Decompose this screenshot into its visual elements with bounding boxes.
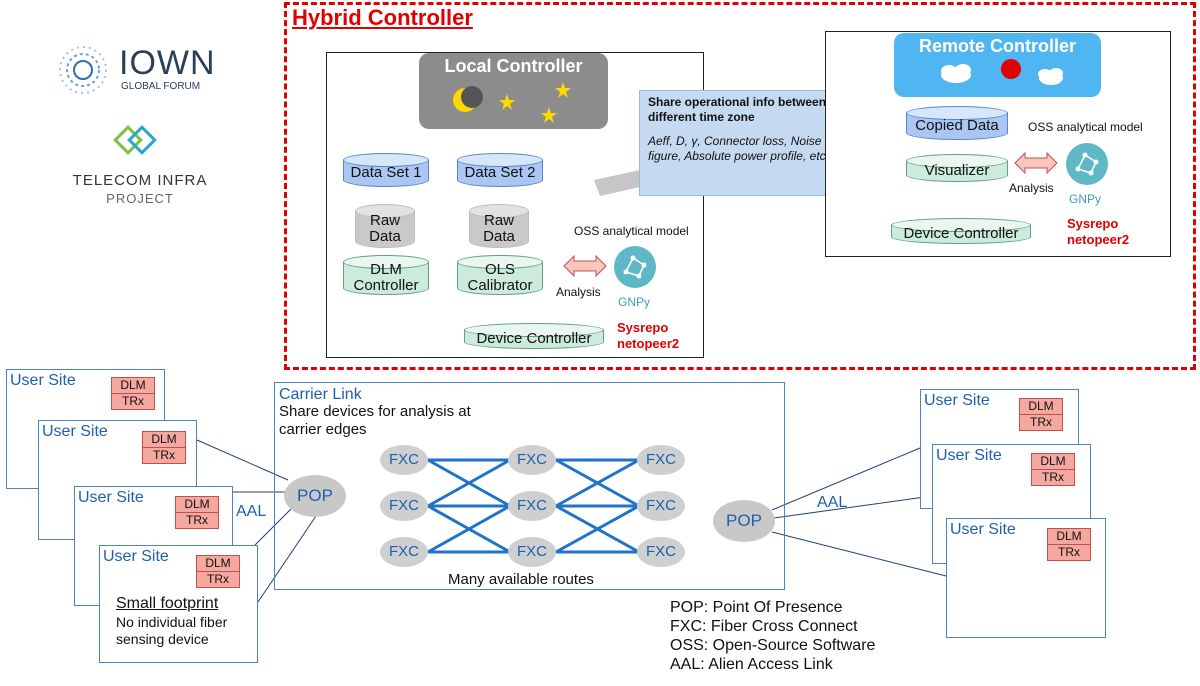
user-site-label: User Site bbox=[42, 423, 108, 440]
share-info-box: Share operational info between different… bbox=[639, 90, 859, 196]
remote-netopeer-label: netopeer2 bbox=[1067, 232, 1130, 247]
legend-item: AAL: Alien Access Link bbox=[670, 656, 833, 673]
raw-data-1: Raw Data bbox=[355, 204, 415, 248]
fxc-node: FXC bbox=[380, 537, 428, 567]
iown-subtitle: GLOBAL FORUM bbox=[121, 81, 201, 92]
iown-emblem-icon bbox=[59, 46, 107, 94]
ols-calibrator: OLS Calibrator bbox=[457, 255, 543, 295]
iown-name: IOWN bbox=[119, 44, 216, 82]
copied-data: Copied Data bbox=[906, 106, 1008, 140]
local-analysis-arrow-icon bbox=[563, 255, 607, 277]
remote-oss-model-label: OSS analytical model bbox=[1028, 120, 1143, 134]
user-site-label: User Site bbox=[950, 521, 1016, 538]
local-netopeer-label: netopeer2 bbox=[617, 336, 680, 351]
legend-item: OSS: Open-Source Software bbox=[670, 637, 876, 654]
iown-logo: IOWN GLOBAL FORUM bbox=[55, 42, 235, 98]
user-site-label: User Site bbox=[103, 548, 169, 565]
tip-diamond-icon bbox=[113, 125, 157, 155]
local-gnpy-label: GNPy bbox=[618, 295, 651, 309]
carrier-link-desc: Share devices for analysis at carrier ed… bbox=[279, 403, 471, 438]
raw-data-2: Raw Data bbox=[469, 204, 529, 248]
local-analysis-label: Analysis bbox=[556, 285, 601, 299]
remote-gnpy-icon bbox=[1066, 143, 1108, 185]
share-info-title: Share operational info between different… bbox=[648, 95, 827, 124]
legend-item: FXC: Fiber Cross Connect bbox=[670, 618, 858, 635]
local-oss-model-label: OSS analytical model bbox=[574, 224, 689, 238]
many-routes-label: Many available routes bbox=[448, 571, 594, 588]
user-site-label: User Site bbox=[924, 392, 990, 409]
legend-item: POP: Point Of Presence bbox=[670, 599, 843, 616]
carrier-link-box bbox=[274, 382, 785, 590]
remote-controller-header: Remote Controller bbox=[894, 33, 1101, 97]
fxc-node: FXC bbox=[637, 491, 685, 521]
local-controller-title: Local Controller bbox=[444, 56, 583, 76]
share-info-params: Aeff, D, γ, Connector loss, Noise figure… bbox=[648, 134, 829, 163]
fxc-node: FXC bbox=[380, 491, 428, 521]
local-gnpy-icon bbox=[614, 246, 656, 288]
night-sky-icon bbox=[453, 82, 571, 123]
pop-right: POP bbox=[713, 500, 775, 542]
user-site-label: User Site bbox=[78, 489, 144, 506]
remote-sysrepo-label: Sysrepo bbox=[1067, 216, 1119, 231]
remote-device-controller: Device Controller bbox=[891, 218, 1031, 244]
carrier-link-title: Carrier Link bbox=[279, 386, 362, 403]
remote-analysis-label: Analysis bbox=[1009, 181, 1054, 195]
legend: POP: Point Of Presence FXC: Fiber Cross … bbox=[670, 598, 875, 674]
data-set-1: Data Set 1 bbox=[343, 153, 429, 187]
pop-left: POP bbox=[284, 475, 346, 517]
day-sky-icon bbox=[941, 59, 1063, 85]
remote-analysis-arrow-icon bbox=[1014, 152, 1058, 174]
aal-label-left: AAL bbox=[236, 503, 267, 520]
local-controller-header: Local Controller bbox=[419, 53, 608, 129]
dlm-controller: DLM Controller bbox=[343, 255, 429, 295]
local-device-controller: Device Controller bbox=[464, 323, 604, 349]
remote-gnpy-label: GNPy bbox=[1069, 192, 1102, 206]
tip-name-line2: PROJECT bbox=[106, 191, 174, 206]
no-device-note: No individual fiber sensing device bbox=[116, 614, 228, 647]
fxc-node: FXC bbox=[508, 537, 556, 567]
tip-name-line1: TELECOM INFRA bbox=[72, 172, 208, 189]
local-sysrepo-label: Sysrepo bbox=[617, 320, 669, 335]
fxc-node: FXC bbox=[508, 445, 556, 475]
hybrid-controller-frame bbox=[284, 2, 1196, 370]
small-footprint-label: Small footprint bbox=[116, 595, 219, 612]
fxc-node: FXC bbox=[637, 537, 685, 567]
aal-label-right: AAL bbox=[817, 494, 848, 511]
data-set-2: Data Set 2 bbox=[457, 153, 543, 187]
user-site-label: User Site bbox=[936, 447, 1002, 464]
hybrid-controller-title: Hybrid Controller bbox=[292, 5, 473, 30]
fxc-node: FXC bbox=[637, 445, 685, 475]
fxc-node: FXC bbox=[380, 445, 428, 475]
fxc-node: FXC bbox=[508, 491, 556, 521]
user-site-label: User Site bbox=[10, 372, 76, 389]
tip-logo: TELECOM INFRA PROJECT bbox=[65, 125, 215, 210]
remote-controller-title: Remote Controller bbox=[918, 36, 1077, 56]
visualizer: Visualizer bbox=[906, 154, 1008, 182]
